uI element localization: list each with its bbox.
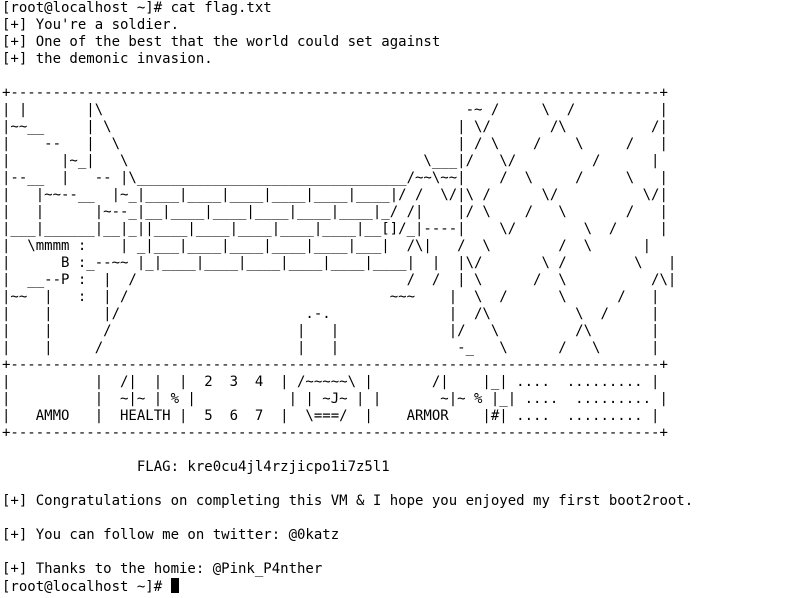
terminal-line: [+] the demonic invasion. bbox=[2, 51, 213, 67]
terminal-line bbox=[2, 68, 798, 85]
terminal-line: | |~_| \ \___|/ \/ / | bbox=[2, 153, 660, 169]
terminal-line bbox=[2, 510, 798, 527]
terminal-prompt-line[interactable]: [root@localhost ~]# bbox=[2, 578, 798, 595]
terminal-output: [root@localhost ~]# cat flag.txt[+] You'… bbox=[2, 0, 798, 578]
terminal-line: | | / | | |/ \ /\ | bbox=[2, 323, 660, 339]
terminal-prompt: [root@localhost ~]# bbox=[2, 579, 171, 595]
terminal-line: +---------------------------------------… bbox=[2, 85, 668, 101]
terminal-line: | | / | | -_ \ / \ | bbox=[2, 340, 660, 356]
terminal-line: +---------------------------------------… bbox=[2, 357, 668, 373]
terminal-line: [+] Thanks to the homie: @Pink_P4nther bbox=[2, 561, 323, 577]
terminal-line: |~~__ | \ | \/ /\ /| bbox=[2, 119, 668, 135]
terminal-line: [+] One of the best that the world could… bbox=[2, 34, 441, 50]
terminal-line bbox=[2, 476, 798, 493]
terminal-line: +---------------------------------------… bbox=[2, 425, 668, 441]
text-cursor bbox=[170, 578, 179, 593]
terminal-line: |___|______|__|_||____|____|____|____|__… bbox=[2, 221, 668, 237]
terminal-line bbox=[2, 544, 798, 561]
terminal-line bbox=[2, 442, 798, 459]
terminal-line: [+] Congratulations on completing this V… bbox=[2, 493, 694, 509]
terminal-line: | AMMO | HEALTH | 5 6 7 | \===/ | ARMOR … bbox=[2, 408, 660, 424]
terminal-line: | | |~--_|__|____|____|____|____|____|_/… bbox=[2, 204, 668, 220]
terminal-line: [root@localhost ~]# cat flag.txt bbox=[2, 0, 272, 16]
terminal-line: | -- | \ | / \ / \ / | bbox=[2, 136, 668, 152]
terminal-line: [+] You can follow me on twitter: @0katz bbox=[2, 527, 340, 543]
terminal-line: | __--P : | / / / | \ / \ /\| bbox=[2, 272, 677, 288]
terminal-line: |--__ | -- |\___________________________… bbox=[2, 170, 668, 186]
terminal-line: | |~~--__ |~_|____|____|____|____|____|_… bbox=[2, 187, 668, 203]
terminal-line: | \mmmm : | _|___|____|____|____|____|__… bbox=[2, 238, 652, 254]
terminal-line: FLAG: kre0cu4jl4rzjicpo1i7z5l1 bbox=[2, 459, 390, 475]
terminal-line: | | |/ .-. | /\ \ / | bbox=[2, 306, 660, 322]
terminal-line: |~~ | : | / ~~~ | \ / \ / | bbox=[2, 289, 660, 305]
terminal-line: | | ~|~ | % | | | ~J~ | | ~|~ % |_| ....… bbox=[2, 391, 668, 407]
terminal-line: | | /| | | 2 3 4 | /~~~~~\ | /| |_| ....… bbox=[2, 374, 660, 390]
terminal-line: | | |\ -~ / \ / | bbox=[2, 102, 668, 118]
terminal-line: [+] You're a soldier. bbox=[2, 17, 180, 33]
terminal-line: | B :_--~~ |_|____|____|____|____|____|_… bbox=[2, 255, 677, 271]
